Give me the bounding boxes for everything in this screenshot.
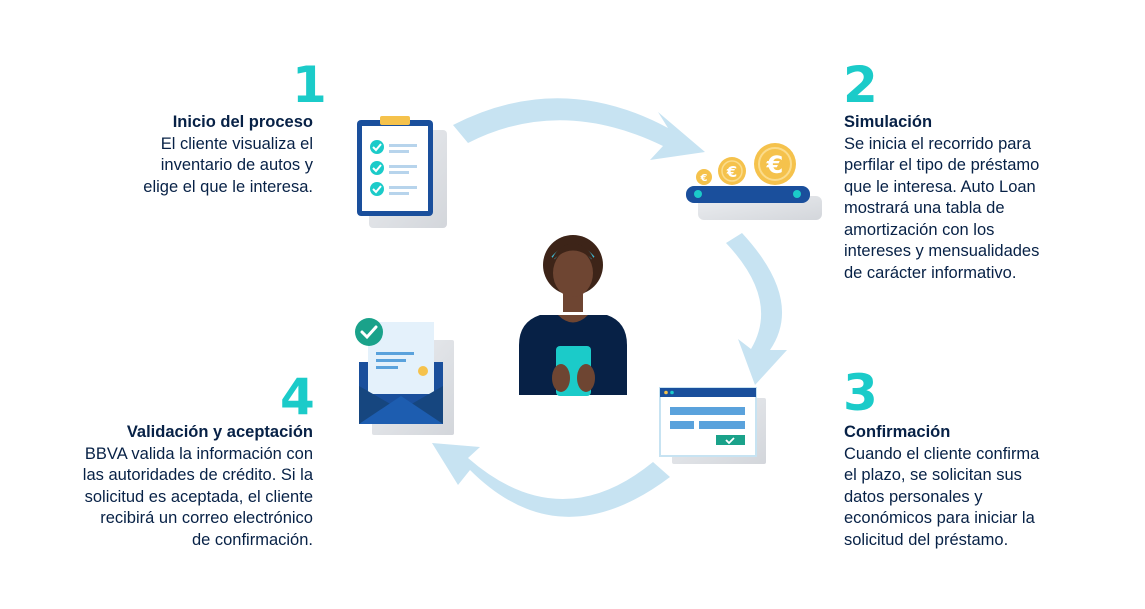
arrow-1-to-2 (453, 98, 705, 160)
clipboard-checklist-icon (357, 116, 447, 228)
step-4-block: Validación y aceptación BBVA valida la i… (33, 422, 313, 551)
step-3-number: 3 (843, 364, 878, 422)
cycle-arrows (432, 98, 787, 517)
step-4-title: Validación y aceptación (126, 423, 313, 441)
person-with-tablet-icon (519, 235, 627, 396)
arrow-2-to-3 (726, 233, 787, 385)
svg-text:€: € (700, 173, 708, 184)
step-1-text: El cliente visualiza el inventario de au… (143, 134, 313, 196)
euro-coins-conveyor-icon: € € € (686, 143, 822, 220)
step-2-title: Simulación (844, 113, 933, 131)
envelope-approved-icon (355, 318, 454, 435)
svg-text:€: € (726, 163, 737, 181)
step-1-block: Inicio del proceso El cliente visualiza … (113, 112, 313, 198)
step-4-number: 4 (280, 368, 315, 426)
step-2-block: Simulación Se inicia el recorrido para p… (844, 112, 1104, 284)
step-2-text: Se inicia el recorrido para perfilar el … (844, 134, 1040, 282)
svg-text:€: € (766, 151, 784, 179)
step-4-text: BBVA valida la información con las autor… (82, 444, 313, 549)
browser-form-icon (659, 387, 766, 464)
step-3-title: Confirmación (844, 423, 951, 441)
step-2-number: 2 (843, 56, 878, 114)
step-3-block: Confirmación Cuando el cliente confirma … (844, 422, 1104, 551)
arrow-3-to-4 (432, 443, 670, 517)
step-3-text: Cuando el cliente confirma el plazo, se … (844, 444, 1040, 549)
step-1-number: 1 (292, 56, 327, 114)
step-1-title: Inicio del proceso (172, 113, 313, 131)
